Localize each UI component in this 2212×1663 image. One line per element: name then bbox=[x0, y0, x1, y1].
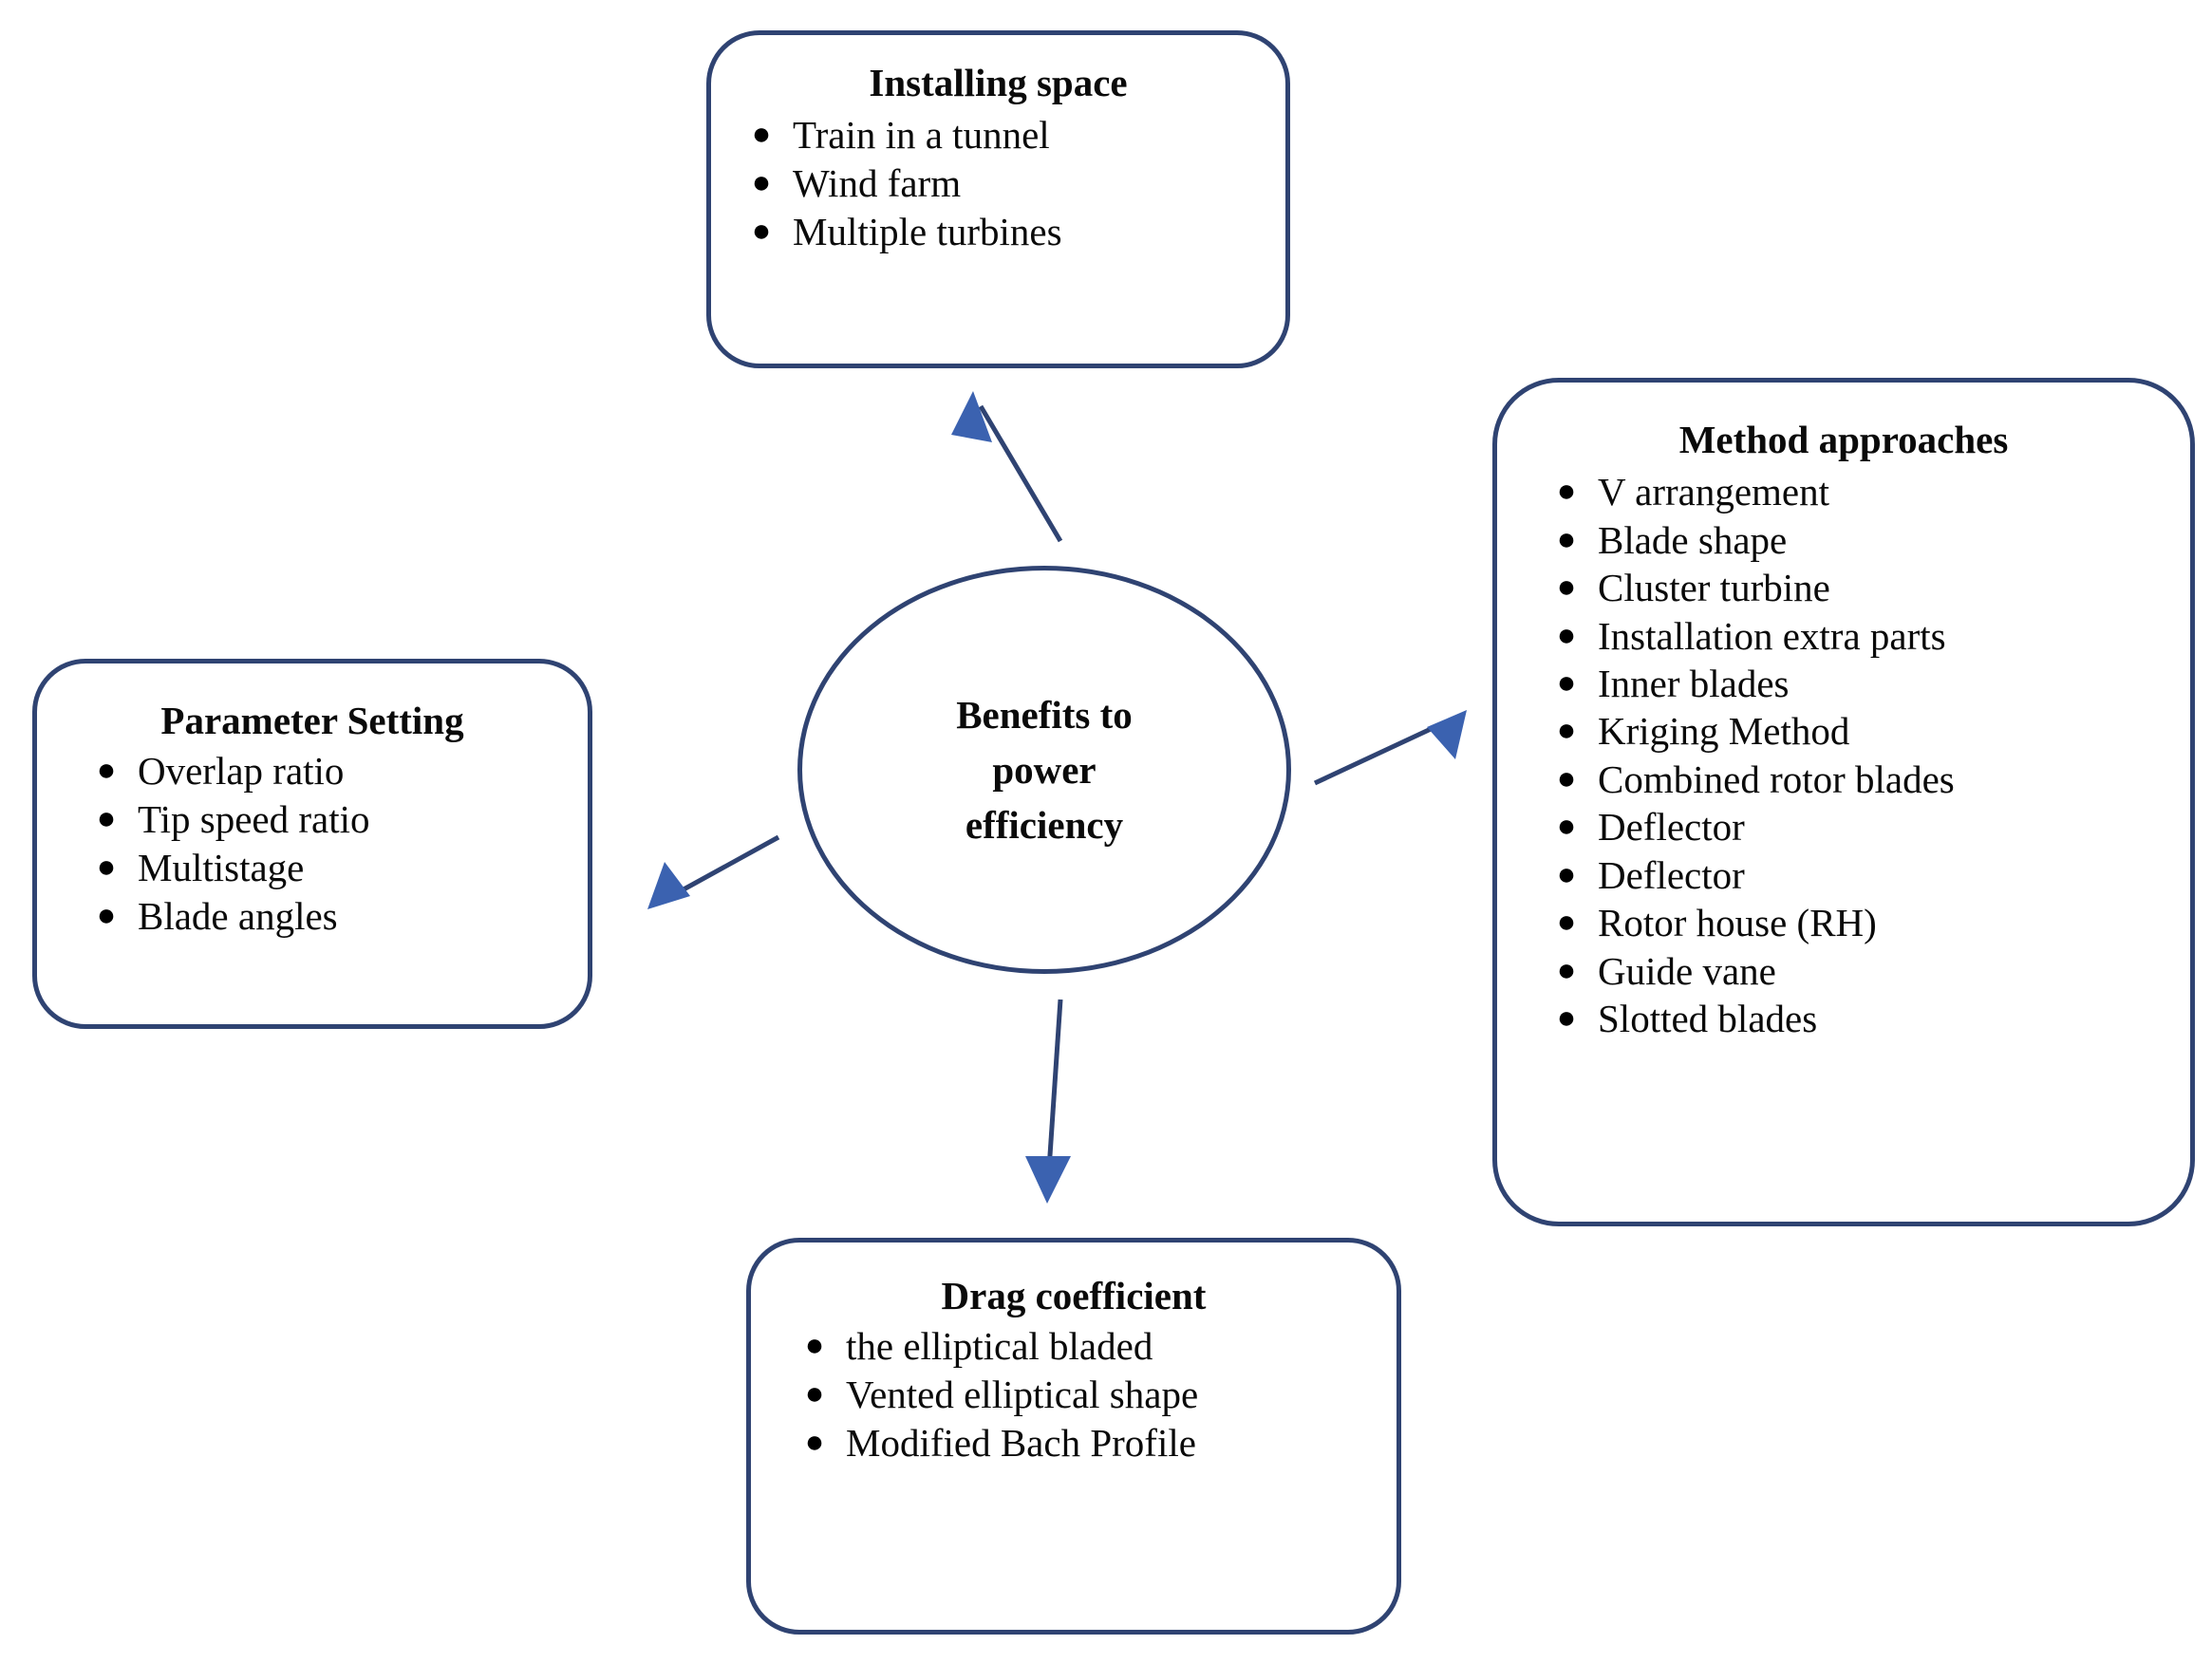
list-item: ● V arrangement bbox=[1535, 468, 2190, 515]
center-circle-line-2: power bbox=[992, 747, 1097, 792]
bullet-icon: ● bbox=[1556, 570, 1577, 606]
list-item: ● Tip speed ratio bbox=[75, 795, 588, 844]
list-item-label: the elliptical bladed bbox=[846, 1324, 1153, 1369]
list-item: ● Cluster turbine bbox=[1535, 564, 2190, 611]
list-item: ● Train in a tunnel bbox=[730, 111, 1285, 159]
node-installing-space-list: ● Train in a tunnel ● Wind farm ● Multip… bbox=[711, 111, 1285, 255]
list-item-label: Vented elliptical shape bbox=[846, 1373, 1199, 1417]
list-item: ● Rotor house (RH) bbox=[1535, 899, 2190, 946]
list-item-label: Rotor house (RH) bbox=[1598, 901, 1877, 945]
list-item: ● Inner blades bbox=[1535, 660, 2190, 707]
node-parameter-setting[interactable]: Parameter Setting ● Overlap ratio ● Tip … bbox=[32, 659, 592, 1029]
bullet-icon: ● bbox=[1556, 521, 1577, 557]
center-circle-line-3: efficiency bbox=[965, 803, 1124, 848]
list-item-label: Combined rotor blades bbox=[1598, 757, 1955, 801]
bullet-icon: ● bbox=[96, 801, 117, 837]
bullet-icon: ● bbox=[804, 1376, 825, 1412]
list-item-label: Overlap ratio bbox=[138, 749, 345, 794]
list-item: ● Vented elliptical shape bbox=[783, 1371, 1397, 1419]
bullet-icon: ● bbox=[804, 1425, 825, 1461]
list-item-label: Deflector bbox=[1598, 852, 1745, 897]
list-item: ● Deflector bbox=[1535, 803, 2190, 850]
bullet-icon: ● bbox=[1556, 617, 1577, 653]
list-item-label: Train in a tunnel bbox=[793, 113, 1050, 158]
arrow-center-to-method-approaches bbox=[1313, 710, 1467, 786]
bullet-icon: ● bbox=[804, 1328, 825, 1364]
list-item-label: Blade angles bbox=[138, 893, 338, 938]
arrow-center-to-parameter-setting bbox=[647, 834, 780, 909]
list-item: ● Guide vane bbox=[1535, 947, 2190, 995]
list-item-label: Multistage bbox=[138, 846, 305, 890]
list-item: ● Installation extra parts bbox=[1535, 612, 2190, 660]
node-method-approaches-list: ● V arrangement ● Blade shape ● Cluster … bbox=[1497, 468, 2190, 1042]
list-item: ● Wind farm bbox=[730, 159, 1285, 208]
list-item: ● Modified Bach Profile bbox=[783, 1419, 1397, 1467]
list-item: ● Overlap ratio bbox=[75, 747, 588, 795]
bullet-icon: ● bbox=[1556, 856, 1577, 892]
list-item: ● the elliptical bladed bbox=[783, 1322, 1397, 1371]
node-center-circle[interactable]: Benefits to power efficiency bbox=[797, 566, 1291, 974]
arrow-center-to-installing-space bbox=[951, 391, 1063, 543]
list-item-label: Multiple turbines bbox=[793, 210, 1062, 254]
list-item: ● Multistage bbox=[75, 844, 588, 892]
center-circle-line-1: Benefits to bbox=[956, 692, 1133, 737]
bullet-icon: ● bbox=[96, 753, 117, 789]
node-method-approaches[interactable]: Method approaches ● V arrangement ● Blad… bbox=[1492, 378, 2195, 1226]
list-item-label: Kriging Method bbox=[1598, 709, 1850, 754]
node-drag-coefficient-title: Drag coefficient bbox=[941, 1274, 1207, 1317]
list-item-label: Tip speed ratio bbox=[138, 797, 370, 842]
bullet-icon: ● bbox=[1556, 1000, 1577, 1037]
list-item-label: V arrangement bbox=[1598, 470, 1829, 514]
list-item-label: Slotted blades bbox=[1598, 997, 1818, 1041]
list-item-label: Inner blades bbox=[1598, 662, 1790, 706]
node-parameter-setting-title: Parameter Setting bbox=[160, 699, 464, 742]
node-installing-space[interactable]: Installing space ● Train in a tunnel ● W… bbox=[706, 30, 1290, 368]
bullet-icon: ● bbox=[1556, 905, 1577, 941]
list-item-label: Installation extra parts bbox=[1598, 613, 1946, 658]
list-item: ● Combined rotor blades bbox=[1535, 756, 2190, 803]
list-item: ● Slotted blades bbox=[1535, 995, 2190, 1042]
list-item-label: Cluster turbine bbox=[1598, 566, 1830, 610]
node-drag-coefficient[interactable]: Drag coefficient ● the elliptical bladed… bbox=[746, 1238, 1401, 1635]
bullet-icon: ● bbox=[1556, 665, 1577, 701]
bullet-icon: ● bbox=[1556, 474, 1577, 510]
bullet-icon: ● bbox=[1556, 952, 1577, 988]
list-item-label: Guide vane bbox=[1598, 948, 1776, 993]
bullet-icon: ● bbox=[96, 850, 117, 886]
node-parameter-setting-list: ● Overlap ratio ● Tip speed ratio ● Mult… bbox=[37, 747, 588, 940]
node-installing-space-title: Installing space bbox=[869, 61, 1128, 104]
list-item-label: Modified Bach Profile bbox=[846, 1421, 1196, 1466]
bullet-icon: ● bbox=[751, 117, 772, 153]
bullet-icon: ● bbox=[751, 165, 772, 201]
node-method-approaches-title: Method approaches bbox=[1678, 418, 2009, 461]
list-item: ● Multiple turbines bbox=[730, 208, 1285, 256]
bullet-icon: ● bbox=[751, 214, 772, 250]
list-item: ● Kriging Method bbox=[1535, 707, 2190, 755]
center-circle-label: Benefits to power efficiency bbox=[855, 687, 1233, 853]
list-item-label: Blade shape bbox=[1598, 517, 1788, 562]
node-drag-coefficient-list: ● the elliptical bladed ● Vented ellipti… bbox=[751, 1322, 1397, 1467]
bullet-icon: ● bbox=[1556, 809, 1577, 845]
bullet-icon: ● bbox=[1556, 713, 1577, 749]
list-item-label: Deflector bbox=[1598, 805, 1745, 850]
bullet-icon: ● bbox=[96, 897, 117, 933]
list-item-label: Wind farm bbox=[793, 161, 962, 206]
list-item: ● Deflector bbox=[1535, 851, 2190, 899]
list-item: ● Blade shape bbox=[1535, 516, 2190, 564]
bullet-icon: ● bbox=[1556, 760, 1577, 796]
arrow-center-to-drag-coefficient bbox=[1025, 999, 1071, 1204]
list-item: ● Blade angles bbox=[75, 892, 588, 941]
